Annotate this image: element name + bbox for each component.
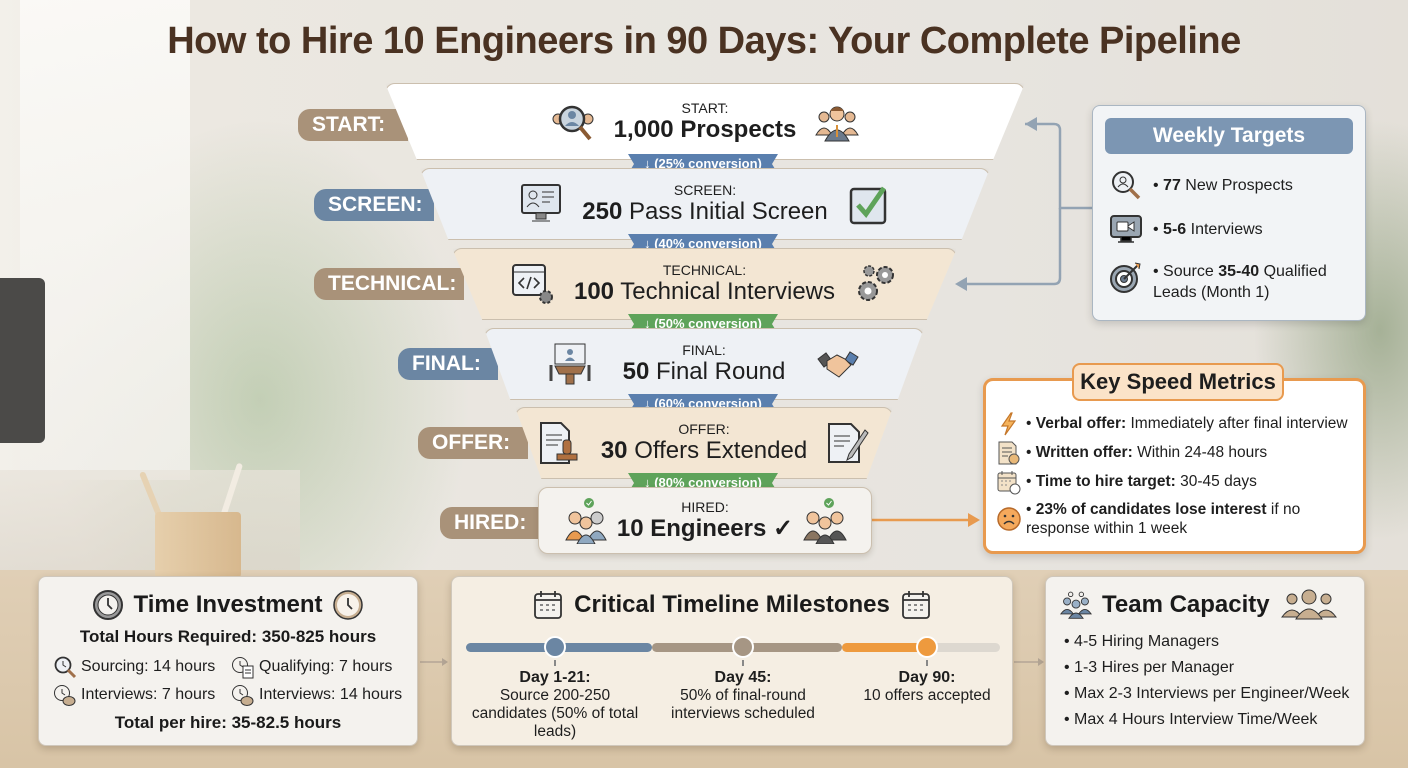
time-item: Qualifying: 7 hours xyxy=(231,655,403,679)
time-item: Sourcing: 14 hours xyxy=(53,655,225,679)
monitor-profile-icon xyxy=(521,184,562,222)
speed-metric-item: • Verbal offer: Immediately after final … xyxy=(996,411,1348,437)
stage-tag-start: START: xyxy=(298,109,408,141)
sad-face-icon xyxy=(997,507,1021,531)
funnel-stage-start: START: 1,000 Prospects xyxy=(385,83,1025,160)
code-window-icon xyxy=(511,264,553,304)
background-window xyxy=(20,0,190,480)
timeline-card: Critical Timeline Milestones Day 1-21:So… xyxy=(451,576,1013,746)
funnel-stage-technical: TECHNICAL: 100 Technical Interviews xyxy=(452,248,957,320)
key-speed-metrics-title: Key Speed Metrics xyxy=(1072,363,1284,401)
hired-team-icon xyxy=(565,497,607,544)
search-person-icon xyxy=(1112,171,1141,200)
calendar-clock-icon xyxy=(997,471,1021,495)
meeting-room-icon xyxy=(549,343,591,385)
capacity-item: Max 4 Hours Interview Time/Week xyxy=(1064,707,1364,733)
gears-icon xyxy=(858,265,895,301)
milestone-2: Day 45:50% of final-round interviews sch… xyxy=(671,669,815,722)
time-investment-card: Time Investment Total Hours Required: 35… xyxy=(38,576,418,746)
key-speed-metrics-panel: Key Speed Metrics • Verbal offer: Immedi… xyxy=(983,363,1366,554)
weekly-target-item: • 77 New Prospects xyxy=(1109,168,1293,202)
weekly-target-item: • Source 35-40 Qualified Leads (Month 1) xyxy=(1109,260,1343,303)
background-monitor xyxy=(0,278,45,443)
clock-icon xyxy=(333,590,364,620)
lightning-icon xyxy=(1000,412,1017,436)
team-capacity-title: Team Capacity xyxy=(1102,591,1270,618)
milestone-dot-3 xyxy=(916,636,938,658)
funnel-stage-final: FINAL: 50 Final Round xyxy=(484,328,924,400)
speed-metric-item: • Time to hire target: 30-45 days xyxy=(996,469,1257,495)
weekly-target-item: • 5-6 Interviews xyxy=(1109,212,1263,246)
time-item: Interviews: 7 hours xyxy=(53,683,225,707)
milestone-3: Day 90:10 offers accepted xyxy=(863,669,991,704)
total-per-hire: Total per hire: 35-82.5 hours xyxy=(114,713,342,732)
stage-tag-final: FINAL: xyxy=(398,348,498,380)
calendar-icon xyxy=(901,591,930,619)
target-icon xyxy=(1110,262,1141,293)
document-clock-icon xyxy=(998,441,1020,465)
clock-icon xyxy=(92,590,123,620)
team-capacity-card: Team Capacity 4-5 Hiring Managers 1-3 Hi… xyxy=(1045,576,1365,746)
funnel-stage-screen: SCREEN: 250 Pass Initial Screen xyxy=(420,168,990,240)
checkbox-check-icon xyxy=(849,186,886,225)
timeline-segment-3 xyxy=(842,643,932,652)
timeline-title: Critical Timeline Milestones xyxy=(574,591,890,618)
time-item: Interviews: 14 hours xyxy=(231,683,403,707)
timeline-segment-remaining xyxy=(932,643,1000,652)
team-capacity-list: 4-5 Hiring Managers 1-3 Hires per Manage… xyxy=(1064,629,1364,733)
clock-document-icon xyxy=(232,657,254,679)
stage-tag-screen: SCREEN: xyxy=(314,189,434,221)
business-team-icon xyxy=(815,106,860,141)
funnel-stage-hired: HIRED: 10 Engineers ✓ xyxy=(538,487,872,554)
team-group-icon xyxy=(1280,589,1337,620)
time-investment-title: Time Investment xyxy=(133,591,323,618)
clock-chat-icon xyxy=(232,685,254,706)
capacity-item: 4-5 Hiring Managers xyxy=(1064,629,1364,655)
capacity-item: Max 2-3 Interviews per Engineer/Week xyxy=(1064,681,1364,707)
stage-tag-technical: TECHNICAL: xyxy=(314,268,464,300)
milestone-1: Day 1-21:Source 200-250 candidates (50% … xyxy=(471,669,639,740)
milestone-dot-1 xyxy=(544,636,566,658)
contract-pen-icon xyxy=(828,423,869,463)
capacity-item: 1-3 Hires per Manager xyxy=(1064,655,1364,681)
total-hours-required: Total Hours Required: 350-825 hours xyxy=(79,627,377,646)
page-title: How to Hire 10 Engineers in 90 Days: You… xyxy=(167,20,1241,62)
stage-tag-hired: HIRED: xyxy=(440,507,550,539)
speed-metric-item: • 23% of candidates lose interest if no … xyxy=(996,500,1356,538)
background-pencil-pot xyxy=(155,512,241,578)
calendar-icon xyxy=(534,591,563,619)
milestone-dot-2 xyxy=(732,636,754,658)
speed-metric-item: • Written offer: Within 24-48 hours xyxy=(996,440,1267,466)
magnifier-people-icon xyxy=(552,105,594,140)
weekly-targets-title: Weekly Targets xyxy=(1105,118,1353,154)
team-network-icon xyxy=(1060,591,1092,619)
stage-tag-offer: OFFER: xyxy=(418,427,528,459)
clock-chat-icon xyxy=(54,685,76,706)
weekly-targets-panel: Weekly Targets • 77 New Prospects • 5-6 … xyxy=(1092,105,1366,321)
handshake-icon xyxy=(817,351,860,378)
document-stamp-icon xyxy=(539,422,578,464)
search-clock-icon xyxy=(54,656,77,679)
funnel-stage-offer: OFFER: 30 Offers Extended xyxy=(515,407,893,479)
video-monitor-icon xyxy=(1110,215,1142,243)
hired-engineers-icon xyxy=(803,497,847,544)
